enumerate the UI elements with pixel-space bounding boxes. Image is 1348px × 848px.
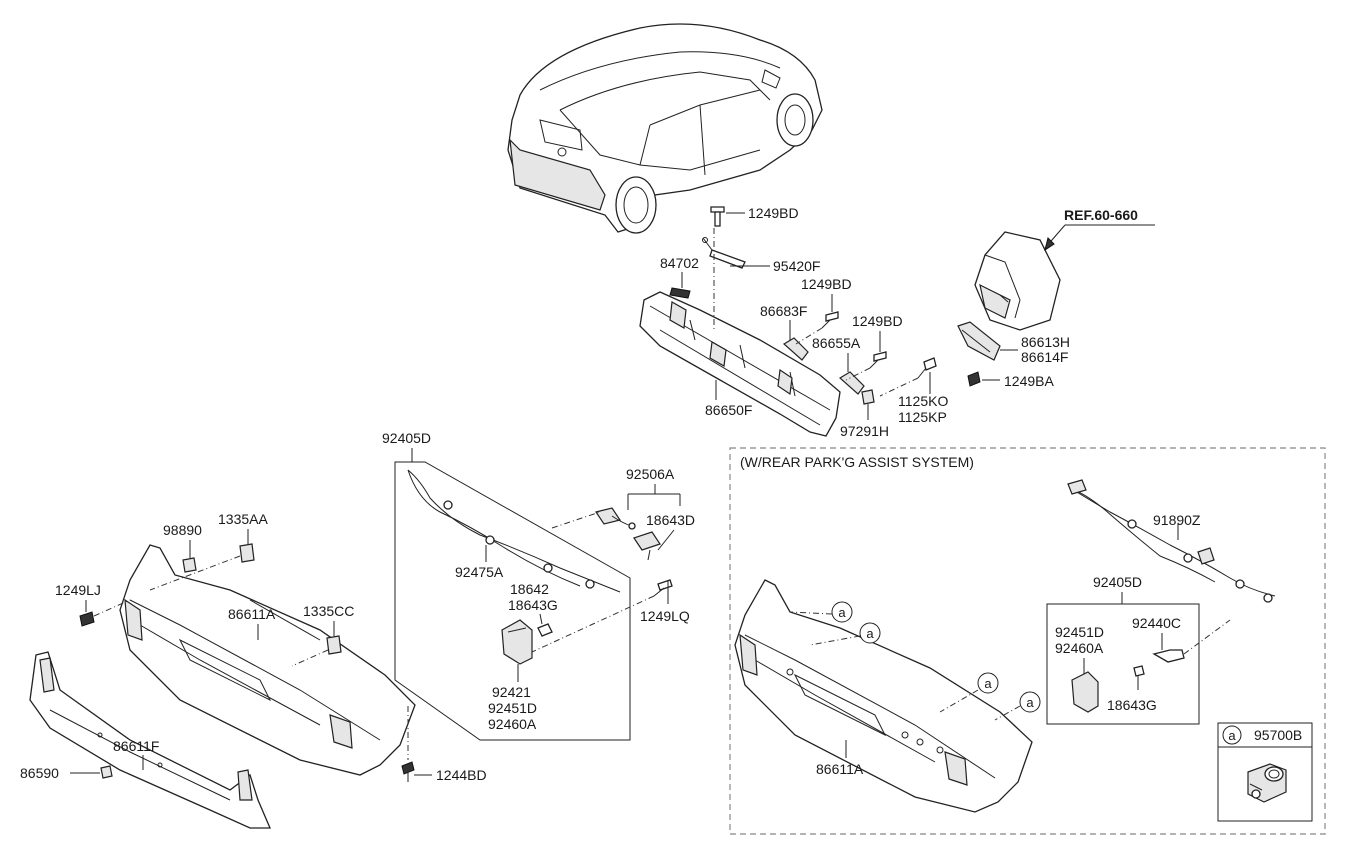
marker-a-3: a (977, 672, 999, 694)
socket-92440C (1152, 649, 1185, 663)
label-86611F: 86611F (113, 738, 159, 754)
bracket-86613H (957, 321, 1001, 361)
label-92506A: 92506A (626, 466, 675, 482)
park-assist-note: (W/REAR PARK'G ASSIST SYSTEM) (740, 454, 974, 470)
label-86614F: 86614F (1021, 349, 1068, 365)
bolt-1249LJ (79, 611, 95, 627)
label-92421: 92421 (492, 684, 531, 700)
label-92440C: 92440C (1132, 615, 1181, 631)
label-1249BD-mid: 1249BD (801, 276, 852, 292)
bolt-1249BD-mid (825, 311, 839, 322)
label-86611A-right: 86611A (816, 761, 864, 777)
vehicle-illustration (507, 23, 823, 234)
bolt-1249BA (967, 371, 981, 387)
label-1249BD-top: 1249BD (748, 205, 799, 221)
label-92475A: 92475A (455, 564, 504, 580)
clip-86590 (100, 765, 113, 779)
clip-97291H (861, 389, 875, 405)
label-1249LQ: 1249LQ (640, 608, 690, 624)
label-86611A-left: 86611A (228, 606, 276, 622)
label-1244BD: 1244BD (436, 767, 487, 783)
lamp-right (633, 531, 661, 551)
bracket-95420F (702, 237, 746, 269)
svg-text:a: a (866, 626, 874, 641)
label-86655A: 86655A (812, 335, 861, 351)
nut-1335CC (326, 635, 342, 655)
label-1249BA: 1249BA (1004, 373, 1054, 389)
label-92451D-right: 92451D (1055, 624, 1104, 640)
label-86590: 86590 (20, 765, 59, 781)
label-1125KP: 1125KP (898, 409, 947, 425)
label-1335AA: 1335AA (218, 511, 268, 527)
svg-text:a: a (838, 605, 846, 620)
label-86650F: 86650F (705, 402, 752, 418)
label-98890: 98890 (163, 522, 202, 538)
bulb-18642 (537, 623, 553, 637)
bolt-1249BD-right (873, 351, 887, 362)
label-95700B: 95700B (1254, 727, 1302, 743)
label-92460A-left: 92460A (488, 716, 537, 732)
bolt-1125KO (923, 357, 937, 371)
label-92451D-left: 92451D (488, 700, 537, 716)
svg-text:a: a (1026, 695, 1034, 710)
bolt-1249LQ (657, 579, 673, 591)
nut-1335AA (239, 543, 255, 563)
lamp-left (595, 507, 621, 525)
label-18643G-left: 18643G (508, 597, 558, 613)
sensor-legend-box: a 95700B (1217, 722, 1313, 822)
sensor-95700B (1247, 763, 1287, 803)
label-1249BD-right: 1249BD (852, 313, 903, 329)
screw-1244BD (401, 761, 415, 775)
label-92460A-right: 92460A (1055, 640, 1104, 656)
bumper-cover-left (119, 544, 416, 776)
park-assist-section: (W/REAR PARK'G ASSIST SYSTEM) 91890Z 924… (729, 447, 1326, 835)
label-18643D: 18643D (646, 512, 695, 528)
label-18643G-right: 18643G (1107, 697, 1157, 713)
label-1125KO: 1125KO (898, 393, 948, 409)
label-84702: 84702 (660, 255, 699, 271)
quarter-panel-ref (974, 231, 1061, 331)
bracket-86655A (838, 371, 865, 395)
ref-label: REF.60-660 (1064, 207, 1138, 223)
bracket-86683F (782, 337, 809, 361)
pad-84702 (669, 287, 691, 299)
marker-a-1: a (831, 601, 853, 623)
back-beam-86650F (639, 291, 841, 437)
lamp-housing-92421 (501, 619, 533, 665)
marker-a-2: a (859, 622, 881, 644)
label-97291H: 97291H (840, 423, 889, 439)
label-1249LJ: 1249LJ (55, 582, 101, 598)
svg-text:a: a (1228, 728, 1236, 743)
label-92405D-right: 92405D (1093, 574, 1142, 590)
clip-98890 (182, 557, 197, 573)
lamp-housing-right (1071, 671, 1099, 713)
bulb-18643G-right (1133, 665, 1145, 677)
label-95420F: 95420F (773, 258, 820, 274)
garnish-86611F (29, 651, 271, 829)
label-18642: 18642 (510, 581, 549, 597)
label-91890Z: 91890Z (1153, 512, 1201, 528)
label-86683F: 86683F (760, 303, 807, 319)
bolt-1249BD-top (710, 206, 725, 227)
label-1335CC: 1335CC (303, 603, 354, 619)
label-92405D-left: 92405D (382, 430, 431, 446)
label-86613H: 86613H (1021, 334, 1070, 350)
wiring-box: 92405D 92475A 92506A 18643D 18642 18643G (382, 430, 695, 741)
svg-text:a: a (984, 676, 992, 691)
marker-a-4: a (1019, 691, 1041, 713)
rear-beam-assembly: 1249BD 95420F 84702 86650F 1249BD (639, 205, 948, 439)
